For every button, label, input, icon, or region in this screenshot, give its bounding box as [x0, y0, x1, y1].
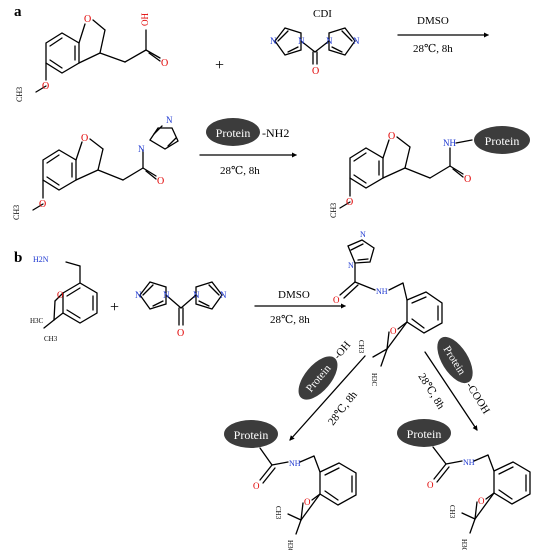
dmso-label-a: DMSO — [417, 15, 449, 27]
protein-pill-nh2 — [206, 118, 260, 146]
atom-methoxy-oxygen-3: O — [346, 197, 353, 208]
atom-right-nh: NH — [463, 458, 475, 467]
atom-right-methyl-b: H3C — [460, 539, 468, 550]
protein-label-product-right: Protein — [407, 427, 442, 441]
conditions-label-a2: 28℃, 8h — [220, 165, 260, 177]
molecule-acyl-imidazole: O N N O O CH3 — [12, 115, 179, 220]
protein-pill-oh — [298, 356, 338, 400]
atom-int-methyl-a: CH3 — [357, 340, 365, 354]
molecule-protein-amide-a: O NH O O CH3 Protein — [329, 126, 530, 218]
atom-hydroxyl: OH — [140, 13, 150, 26]
molecule-cdi-a: CDI N N N N O — [270, 8, 360, 77]
protein-label-nh2: Protein — [216, 126, 251, 140]
atom-int-ring-o: O — [390, 326, 397, 336]
atom-left-methyl-a: CH3 — [274, 506, 282, 520]
protein-label-product-left: Protein — [234, 428, 269, 442]
atom-cdi-n3: N — [326, 36, 333, 46]
atom-amine: H2N — [33, 255, 49, 264]
atom-cdi-b-n2: N — [163, 290, 170, 300]
molecule-aminomethyl-benzofuran: H2N O H3C CH3 — [30, 255, 98, 343]
atom-carbonyl-oxygen: O — [161, 58, 168, 69]
atom-ring-oxygen-b1: O — [57, 290, 64, 300]
atom-left-o: O — [253, 481, 260, 491]
plus-sign-a: + — [215, 57, 224, 74]
atom-carbonyl-oxygen-2: O — [157, 176, 164, 187]
dmso-label-b: DMSO — [278, 289, 310, 301]
protein-pill-cooh — [437, 336, 473, 384]
atom-left-methyl-b: H3C — [286, 540, 294, 550]
atom-methyl-3: CH3 — [329, 203, 338, 218]
atom-methoxy-oxygen-2: O — [39, 199, 46, 210]
atom-methyl-b1a: H3C — [30, 317, 44, 325]
conditions-label-a1: 28℃, 8h — [413, 43, 453, 55]
molecule-cdi-b: N N N N O — [135, 281, 227, 339]
atom-ring-oxygen-2: O — [81, 133, 88, 144]
atom-int-n1: N — [360, 230, 366, 239]
atom-methoxy-oxygen: O — [42, 81, 49, 92]
atom-int-methyl-b: H3C — [370, 373, 378, 387]
nh2-label: -NH2 — [262, 126, 289, 140]
panel-b-label: b — [14, 250, 22, 266]
molecule-imidazole-carboxamide: N N O NH O CH3 H3C — [333, 230, 443, 387]
atom-methyl-2: CH3 — [12, 205, 21, 220]
arrow-protein-cooh — [424, 351, 478, 431]
atom-left-nh: NH — [289, 459, 301, 468]
atom-cdi-n2: N — [298, 36, 305, 46]
atom-methyl-b1b: CH3 — [44, 335, 58, 343]
atom-methyl: CH3 — [15, 87, 24, 102]
arrow-protein-oh — [289, 355, 366, 441]
atom-cdi-n4: N — [353, 36, 360, 46]
atom-int-nh: NH — [376, 287, 388, 296]
molecule-protein-amide-right: Protein O NH O CH3 H3C — [397, 419, 531, 550]
atom-right-ring-o: O — [478, 496, 485, 506]
cooh-label: -COOH — [463, 380, 492, 416]
atom-cdi-o: O — [312, 66, 319, 77]
atom-imidazole-n1: N — [138, 144, 145, 154]
atom-cdi-b-n1: N — [135, 290, 142, 300]
atom-int-n2: N — [348, 261, 354, 270]
atom-right-o: O — [427, 480, 434, 490]
conditions-label-b1: 28℃, 8h — [270, 314, 310, 326]
atom-cdi-b-n4: N — [220, 290, 227, 300]
atom-cdi-n1: N — [270, 36, 277, 46]
protein-pill-product-right — [397, 419, 451, 447]
atom-ring-oxygen: O — [84, 14, 91, 25]
cdi-label: CDI — [313, 8, 332, 20]
panel-a-label: a — [14, 4, 22, 20]
atom-int-o: O — [333, 295, 340, 305]
atom-ring-oxygen-3: O — [388, 131, 395, 142]
protein-label-product-a: Protein — [485, 134, 520, 148]
atom-left-ring-o: O — [304, 497, 311, 507]
atom-imidazole-n2: N — [166, 115, 173, 125]
protein-pill-product-a — [474, 126, 530, 154]
atom-right-methyl-a: CH3 — [448, 505, 456, 519]
protein-pill-product-left — [224, 420, 278, 448]
atom-cdi-b-o: O — [177, 328, 184, 339]
atom-carbonyl-oxygen-3: O — [464, 174, 471, 185]
atom-amide-nh: NH — [443, 138, 456, 148]
molecule-protein-carbamate-left: Protein O NH O CH3 H3C — [224, 420, 357, 550]
plus-sign-b: + — [110, 299, 119, 316]
molecule-benzofuran-acetic-acid: O OH O O CH3 — [15, 13, 168, 102]
protein-nh2-reagent: Protein -NH2 — [206, 118, 289, 146]
atom-cdi-b-n3: N — [193, 290, 200, 300]
